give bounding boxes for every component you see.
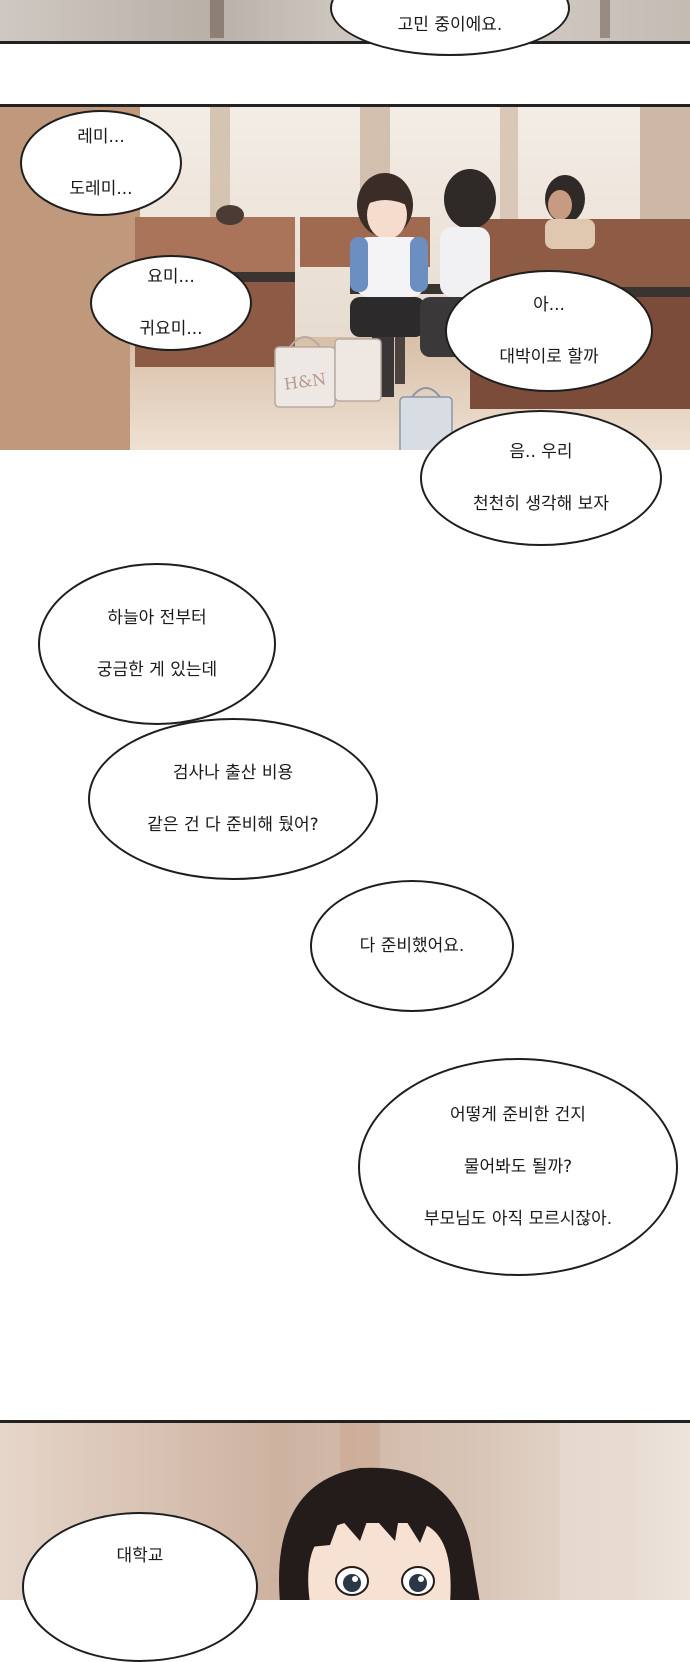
speech-bubble-question-3: 어떻게 준비한 건지 물어봐도 될까? 부모님도 아직 모르시잖아. [358,1058,678,1276]
bubble-line: 귀요미... [139,319,203,339]
bubble-line: 하늘아 전부터 [107,608,207,628]
bubble-line: 레미... [77,127,125,147]
bubble-line: 검사나 출산 비용 [172,763,294,783]
top-panel-pillar [210,0,224,38]
bubble-line: 부모님도 아직 모르시잖아. [423,1209,613,1229]
speech-bubble-bottom: 대학교 [22,1512,258,1662]
bubble-text: 고민 중이에요. [397,15,503,35]
top-panel-pillar [600,0,610,38]
speech-bubble-yomi: 요미... 귀요미... [90,255,252,351]
speech-bubble-question-1: 하늘아 전부터 궁금한 게 있는데 [38,563,276,725]
bottom-panel [0,1420,690,1600]
bubble-line: 천천히 생각해 보자 [473,494,609,514]
speech-bubble-remi: 레미... 도레미... [20,110,182,216]
bubble-line: 요미... [147,267,195,287]
girl-face-illustration [279,1423,620,1600]
speech-bubble-question-2: 검사나 출산 비용 같은 건 다 준비해 뒀어? [88,718,378,880]
speech-bubble-daebak: 아... 대박이로 할까 [445,270,653,392]
speech-bubble-think: 음.. 우리 천천히 생각해 보자 [420,410,662,546]
bubble-text: 대학교 [116,1546,164,1566]
bubble-line: 아... [533,295,565,315]
bubble-line: 다 준비했어요. [359,936,465,956]
bubble-line: 음.. 우리 [509,442,573,462]
bubble-line: 물어봐도 될까? [463,1157,573,1177]
speech-bubble-answer-1: 다 준비했어요. [310,880,514,1012]
bubble-line: 궁금한 게 있는데 [96,660,218,680]
bubble-line: 어떻게 준비한 건지 [450,1105,586,1125]
speech-bubble-top: 고민 중이에요. [330,0,570,56]
bubble-line: 같은 건 다 준비해 뒀어? [147,815,319,835]
bubble-line: 대박이로 할까 [499,347,599,367]
bubble-line: 도레미... [69,179,133,199]
